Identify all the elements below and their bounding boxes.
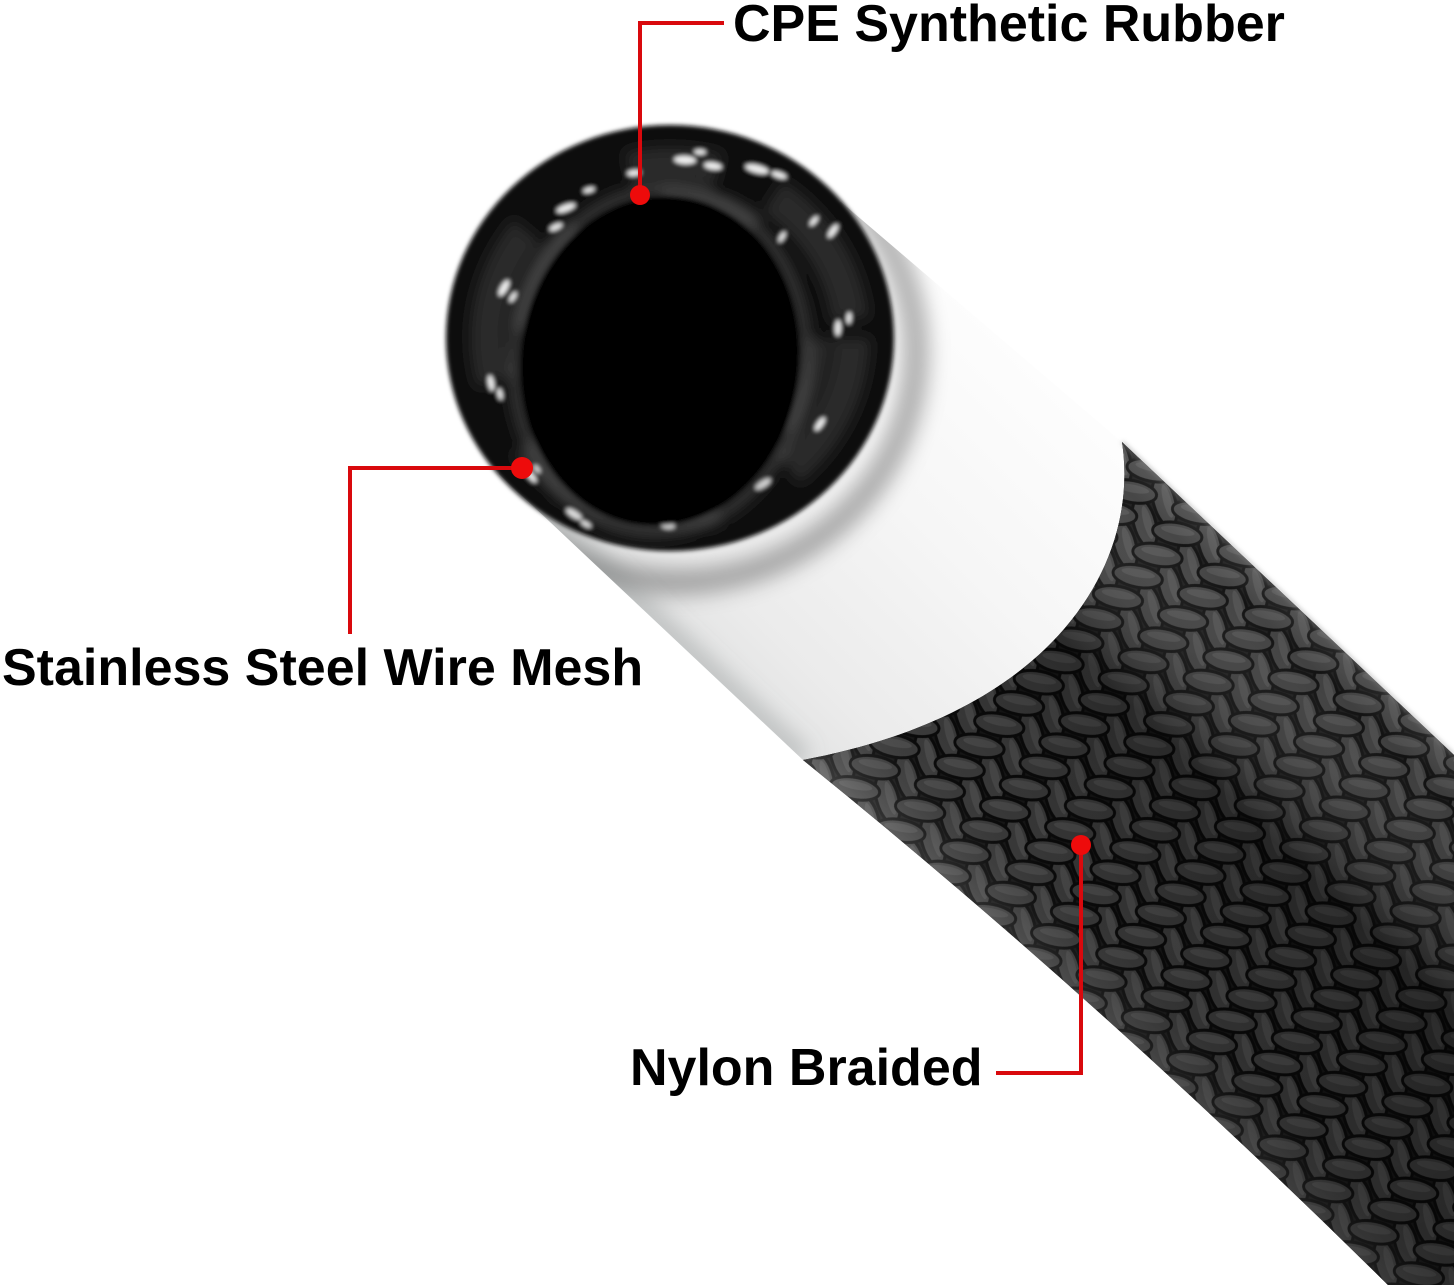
callout-cpe (630, 21, 724, 205)
braid-edge-highlight (1120, 440, 1454, 757)
callout-line (348, 466, 524, 634)
nylon-braid-sleeve (803, 440, 1454, 1285)
label-stainless-steel-wire-mesh: Stainless Steel Wire Mesh (2, 639, 644, 697)
hose-cut-face (446, 125, 894, 551)
wire-mesh-specks (487, 149, 852, 530)
callout-line (996, 846, 1083, 1075)
label-cpe-synthetic-rubber: CPE Synthetic Rubber (733, 0, 1285, 53)
callout-wire (348, 457, 533, 634)
hose-bore (520, 196, 800, 526)
callout-dot (511, 457, 533, 479)
callout-dot (630, 185, 650, 205)
callout-line (638, 21, 724, 197)
label-nylon-braided: Nylon Braided (630, 1039, 983, 1097)
bore-rim-sheen (509, 184, 811, 538)
callouts (348, 21, 1091, 1075)
callout-nylon (996, 835, 1091, 1075)
callout-dot (1071, 835, 1091, 855)
